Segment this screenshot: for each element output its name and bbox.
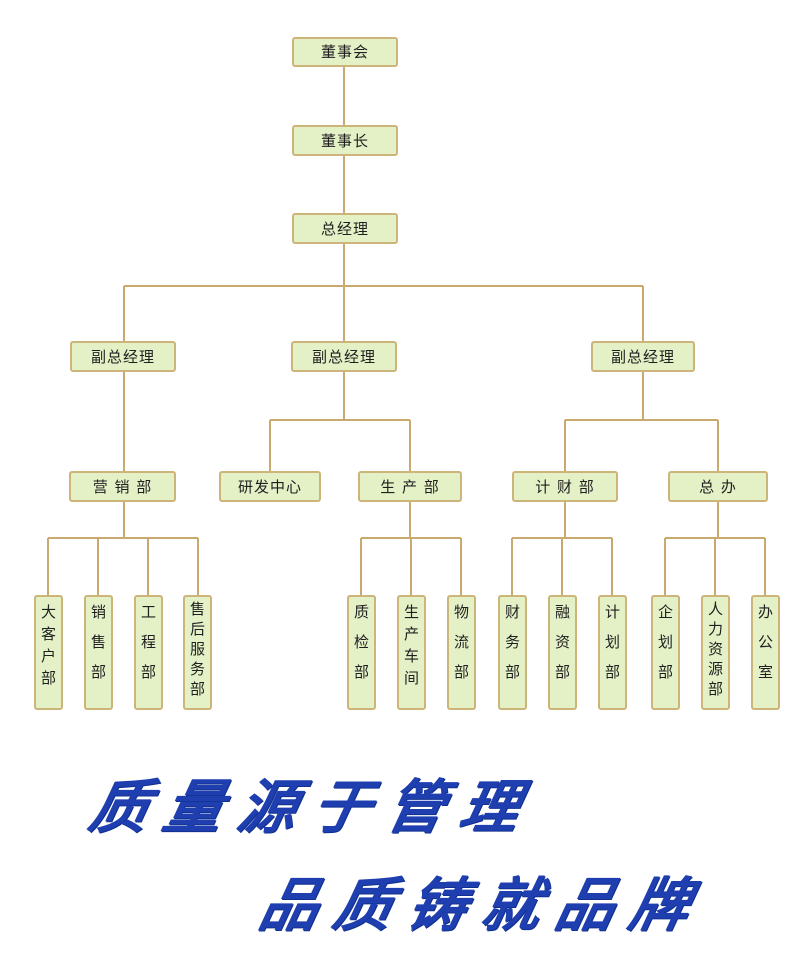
sub-dept-char: 公 <box>757 633 773 651</box>
sub-dept-char: 部 <box>353 663 369 681</box>
sub-dept-char: 计 <box>604 603 620 621</box>
vp-mid-node: 副总经理 <box>291 341 397 372</box>
sub-dept-char: 资 <box>707 640 723 658</box>
rnd-center-node: 研发中心 <box>219 471 321 502</box>
sub-dept-char: 部 <box>140 663 156 681</box>
sub-dept-node: 财 务 部 <box>498 595 527 710</box>
sub-dept-char: 产 <box>403 625 419 643</box>
sub-dept-char: 务 <box>504 633 520 651</box>
sub-dept-char: 部 <box>90 663 106 681</box>
slogan-line-2: 品质铸就品牌 <box>253 871 713 939</box>
sub-dept-char: 大 <box>40 603 56 621</box>
production-dept-node: 生 产 部 <box>358 471 462 502</box>
sub-dept-char: 部 <box>657 663 673 681</box>
general-manager-node: 总经理 <box>292 213 398 244</box>
sub-dept-char: 室 <box>757 663 773 681</box>
sub-dept-char: 部 <box>604 663 620 681</box>
sub-dept-node: 质 检 部 <box>347 595 376 710</box>
sub-dept-char: 部 <box>40 669 56 687</box>
sub-dept-node: 销 售 部 <box>84 595 113 710</box>
sub-dept-node: 人 力 资 源 部 <box>701 595 730 710</box>
sub-dept-node: 大 客 户 部 <box>34 595 63 710</box>
sub-dept-node: 售 后 服 务 部 <box>183 595 212 710</box>
sub-dept-char: 售 <box>90 633 106 651</box>
sub-dept-char: 源 <box>707 660 723 678</box>
board-node: 董事会 <box>292 37 398 67</box>
vp-right-node: 副总经理 <box>591 341 695 372</box>
sub-dept-node: 融 资 部 <box>548 595 577 710</box>
sub-dept-char: 程 <box>140 633 156 651</box>
marketing-dept-node: 营 销 部 <box>69 471 176 502</box>
sub-dept-char: 财 <box>504 603 520 621</box>
sub-dept-char: 部 <box>554 663 570 681</box>
sub-dept-node: 企 划 部 <box>651 595 680 710</box>
sub-dept-char: 部 <box>453 663 469 681</box>
sub-dept-node: 工 程 部 <box>134 595 163 710</box>
slogan-line-1: 质量源于管理 <box>83 773 543 841</box>
sub-dept-char: 力 <box>707 620 723 638</box>
sub-dept-char: 售 <box>189 600 205 618</box>
sub-dept-char: 销 <box>90 603 106 621</box>
sub-dept-char: 间 <box>403 669 419 687</box>
sub-dept-node: 办 公 室 <box>751 595 780 710</box>
finance-dept-node: 计 财 部 <box>512 471 618 502</box>
sub-dept-char: 部 <box>504 663 520 681</box>
sub-dept-char: 划 <box>604 633 620 651</box>
sub-dept-char: 企 <box>657 603 673 621</box>
sub-dept-char: 划 <box>657 633 673 651</box>
sub-dept-char: 户 <box>40 647 56 665</box>
sub-dept-char: 车 <box>403 647 419 665</box>
sub-dept-char: 工 <box>140 603 156 621</box>
sub-dept-char: 部 <box>189 680 205 698</box>
sub-dept-char: 融 <box>554 603 570 621</box>
vp-left-node: 副总经理 <box>70 341 176 372</box>
sub-dept-char: 人 <box>707 600 723 618</box>
sub-dept-char: 务 <box>189 660 205 678</box>
sub-dept-char: 客 <box>40 625 56 643</box>
sub-dept-char: 物 <box>453 603 469 621</box>
sub-dept-char: 生 <box>403 603 419 621</box>
sub-dept-node: 物 流 部 <box>447 595 476 710</box>
sub-dept-char: 后 <box>189 620 205 638</box>
sub-dept-char: 办 <box>757 603 773 621</box>
sub-dept-node: 生 产 车 间 <box>397 595 426 710</box>
sub-dept-char: 服 <box>189 640 205 658</box>
sub-dept-char: 资 <box>554 633 570 651</box>
sub-dept-char: 质 <box>353 603 369 621</box>
sub-dept-char: 流 <box>453 633 469 651</box>
chairman-node: 董事长 <box>292 125 398 156</box>
sub-dept-char: 检 <box>353 633 369 651</box>
sub-dept-char: 部 <box>707 680 723 698</box>
sub-dept-node: 计 划 部 <box>598 595 627 710</box>
general-office-node: 总 办 <box>668 471 768 502</box>
